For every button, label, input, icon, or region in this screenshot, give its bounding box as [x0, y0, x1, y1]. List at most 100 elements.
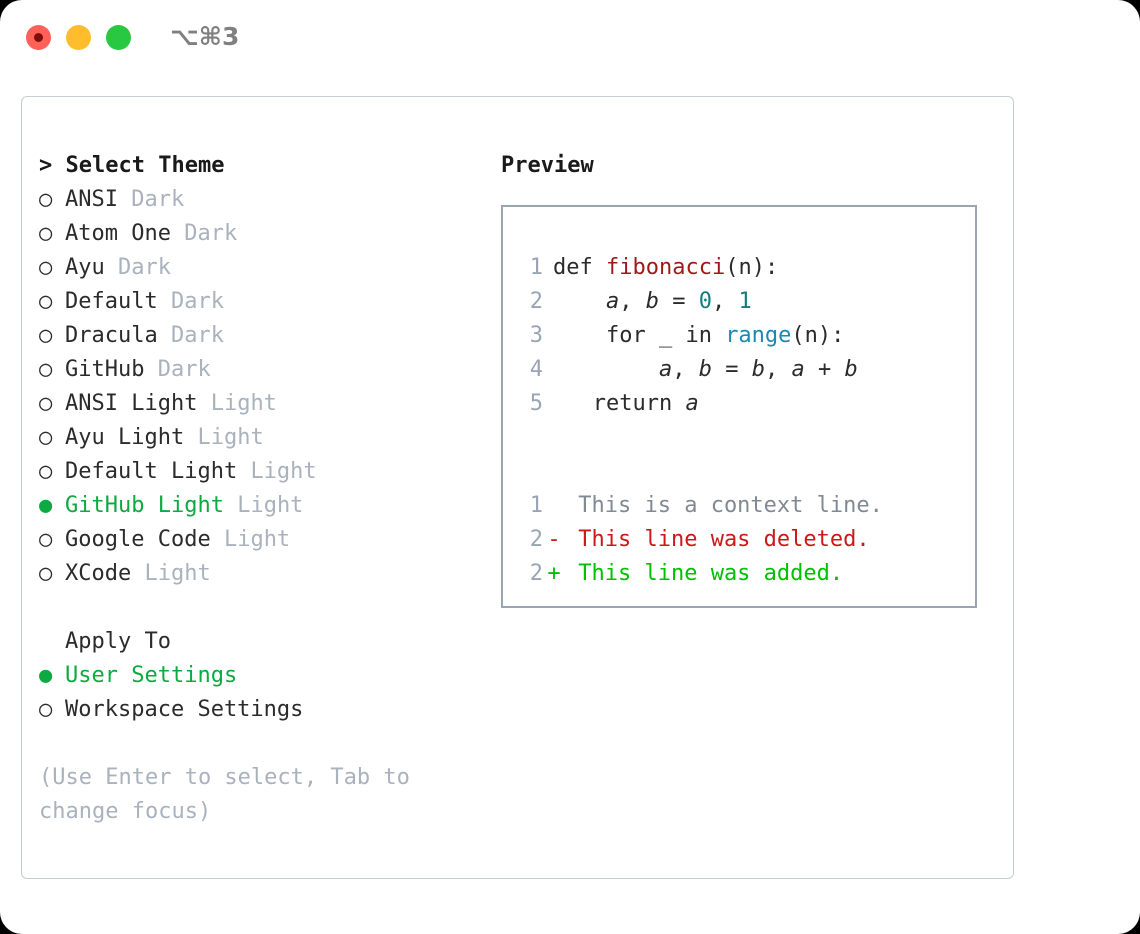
code-line-number: 1 — [529, 255, 543, 280]
theme-option-label: Default Light — [65, 459, 238, 484]
code-token: a — [605, 289, 620, 314]
theme-option-google-code[interactable]: ○Google Code Light — [39, 523, 479, 557]
preview-heading: Preview — [501, 153, 594, 178]
theme-option-label: ANSI Light — [65, 391, 198, 416]
theme-option-label: XCode — [65, 561, 132, 586]
radio-unselected-icon: ○ — [39, 459, 53, 484]
theme-option-list: ○ANSI Dark○Atom One Dark○Ayu Dark○Defaul… — [39, 183, 479, 591]
code-token: (n): — [725, 255, 779, 280]
apply-to-option-list: ● User Settings ○Workspace Settings — [39, 659, 479, 727]
theme-option-variant-tag: Light — [210, 391, 277, 416]
theme-option-github[interactable]: ○GitHub Dark — [39, 353, 479, 387]
apply-to-heading-indent — [39, 625, 65, 659]
code-token: a — [685, 391, 699, 416]
theme-option-variant-tag: Light — [250, 459, 317, 484]
code-token: a — [658, 357, 673, 382]
theme-option-dracula[interactable]: ○ Dracula Dark — [39, 319, 479, 353]
diff-marker-icon: + — [547, 561, 561, 586]
label-variant-gap — [184, 425, 197, 450]
code-token: = — [711, 357, 752, 382]
radio-unselected-icon: ○ — [39, 561, 53, 586]
code-token: return — [553, 391, 686, 416]
theme-option-variant-tag: Light — [144, 561, 211, 586]
radio-unselected-icon: ○ — [39, 255, 53, 280]
keyboard-hint-text: (Use Enter to select, Tab to change focu… — [39, 765, 424, 824]
diff-line-number: 2 — [529, 561, 543, 586]
code-token: for _ in — [553, 323, 726, 348]
theme-option-ayu[interactable]: ○Ayu Dark — [39, 251, 479, 285]
label-variant-gap — [224, 493, 237, 518]
code-token: + — [804, 357, 845, 382]
radio-unselected-icon: ○ — [39, 391, 53, 416]
list-spacer — [39, 591, 479, 625]
code-line-number: 2 — [529, 289, 543, 314]
code-line: 2 a, b = 0, 1 — [521, 285, 975, 319]
theme-option-ansi-light[interactable]: ○ ANSI Light Light — [39, 387, 479, 421]
theme-option-xcode[interactable]: ○ XCode Light — [39, 557, 479, 591]
theme-option-label: GitHub — [65, 357, 145, 382]
code-token: b — [645, 289, 659, 314]
label-variant-gap — [118, 187, 131, 212]
apply-to-option-user-settings[interactable]: ● User Settings — [39, 659, 479, 693]
theme-option-atom-one[interactable]: ○Atom One Dark — [39, 217, 479, 251]
label-variant-gap — [158, 323, 171, 348]
code-token: a — [791, 357, 805, 382]
diff-sample-block: 1 This is a context line.2- This line wa… — [521, 489, 975, 591]
minimize-window-icon[interactable] — [66, 25, 91, 50]
apply-to-heading-label: Apply To — [65, 629, 171, 654]
theme-option-ayu-light[interactable]: ○Ayu Light Light — [39, 421, 479, 455]
radio-unselected-icon: ○ — [39, 425, 53, 450]
code-token: = — [658, 289, 699, 314]
label-variant-gap — [131, 561, 144, 586]
theme-option-label: ANSI — [65, 187, 118, 212]
theme-selector-column: > Select Theme ○ANSI Dark○Atom One Dark○… — [39, 149, 479, 829]
close-window-icon[interactable] — [26, 25, 51, 50]
radio-unselected-icon: ○ — [39, 357, 53, 382]
code-token — [553, 289, 606, 314]
diff-line: 1 This is a context line. — [521, 489, 975, 523]
theme-option-label: Dracula — [65, 323, 158, 348]
diff-line: 2+ This line was added. — [521, 557, 975, 591]
code-token — [553, 357, 659, 382]
theme-option-github-light[interactable]: ●GitHub Light Light — [39, 489, 479, 523]
code-token: b — [751, 357, 765, 382]
main-panel: > Select Theme ○ANSI Dark○Atom One Dark○… — [21, 96, 1014, 879]
theme-option-variant-tag: Dark — [170, 289, 224, 314]
apply-to-option-label: User Settings — [65, 663, 238, 688]
theme-option-variant-tag: Dark — [118, 255, 171, 280]
diff-marker-icon — [543, 489, 565, 523]
theme-option-label: GitHub Light — [65, 493, 224, 518]
title-bar: ⌥⌘3 — [0, 0, 1140, 78]
code-token: b — [844, 357, 858, 382]
apply-to-option-workspace-settings[interactable]: ○Workspace Settings — [39, 693, 479, 727]
code-token: range — [725, 323, 792, 348]
code-line: 5 return a — [521, 387, 975, 421]
code-diff-separator-2 — [521, 455, 975, 489]
theme-option-default[interactable]: ○Default Dark — [39, 285, 479, 319]
label-variant-gap — [144, 357, 157, 382]
label-variant-gap — [171, 221, 184, 246]
label-variant-gap — [105, 255, 118, 280]
theme-option-variant-tag: Light — [197, 425, 264, 450]
radio-unselected-icon: ○ — [39, 221, 53, 246]
radio-selected-icon: ● — [39, 493, 53, 518]
theme-option-variant-tag: Dark — [170, 323, 224, 348]
radio-unselected-icon: ○ — [39, 323, 53, 348]
select-theme-heading: > Select Theme — [39, 149, 479, 183]
label-variant-gap — [158, 289, 171, 314]
diff-line-number: 2 — [529, 527, 543, 552]
maximize-window-icon[interactable] — [106, 25, 131, 50]
theme-option-default-light[interactable]: ○ Default Light Light — [39, 455, 479, 489]
label-variant-gap — [211, 527, 224, 552]
code-token: (n): — [791, 323, 845, 348]
diff-line: 2- This line was deleted. — [521, 523, 975, 557]
theme-option-ansi[interactable]: ○ANSI Dark — [39, 183, 479, 217]
radio-selected-icon: ● — [39, 663, 53, 688]
code-diff-separator — [521, 421, 975, 455]
radio-unselected-icon: ○ — [39, 527, 53, 552]
code-token: def — [553, 255, 606, 280]
